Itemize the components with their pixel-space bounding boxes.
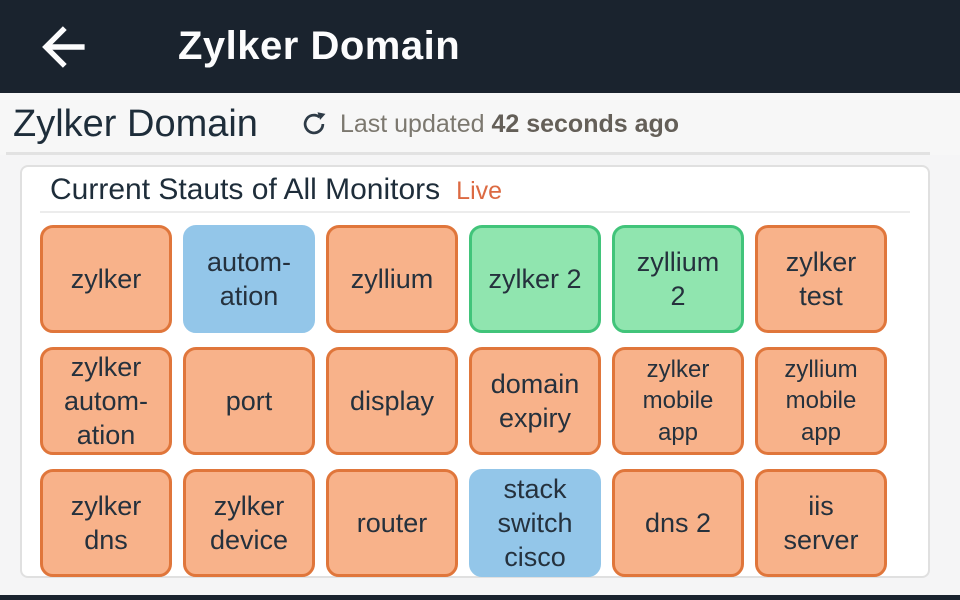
monitor-grid: zylker autom- ation zyllium zylker 2 zyllium… (40, 225, 910, 577)
monitor-tile[interactable]: zylker 2 (469, 225, 601, 333)
monitor-label: zylker 2 (488, 263, 582, 294)
monitor-label: stack switch cisco (497, 473, 573, 573)
monitor-tile[interactable]: display (326, 347, 458, 455)
monitor-tile[interactable]: zylker dns (40, 469, 172, 577)
last-updated-label: Last updated (339, 109, 492, 138)
back-button[interactable] (34, 19, 92, 75)
monitor-label: router (356, 507, 428, 538)
monitor-label: zyllium (350, 263, 434, 294)
monitor-tile[interactable]: router (326, 469, 458, 577)
live-badge: Live (456, 177, 503, 205)
monitor-tile[interactable]: zylker mobile app (612, 347, 744, 455)
app-bar: Zylker Domain (0, 0, 960, 93)
monitor-tile[interactable]: autom- ation (183, 225, 315, 333)
refresh-icon (301, 111, 327, 137)
monitor-label: port (225, 385, 273, 416)
monitor-label: zylker mobile app (642, 356, 714, 446)
monitor-tile[interactable]: zyllium (326, 225, 458, 333)
monitor-tile[interactable]: dns 2 (612, 469, 744, 577)
monitor-tile[interactable]: iis server (755, 469, 887, 577)
monitor-label: dns 2 (644, 507, 712, 538)
panel-header: Current Stauts of All Monitors Live (22, 167, 928, 208)
monitor-label: zylker dns (70, 490, 142, 555)
refresh-button[interactable] (300, 110, 328, 138)
monitors-panel: Current Stauts of All Monitors Live zylk… (20, 165, 930, 578)
bottom-nav-bar (0, 595, 960, 600)
divider (6, 152, 930, 155)
monitor-label: domain expiry (490, 368, 580, 433)
monitor-tile[interactable]: zyllium 2 (612, 225, 744, 333)
last-updated-text: Last updated 42 seconds ago (340, 110, 679, 139)
monitor-label: autom- ation (206, 246, 292, 311)
monitor-tile[interactable]: domain expiry (469, 347, 601, 455)
sub-header: Zylker Domain Last updated 42 seconds ag… (0, 93, 960, 155)
monitor-tile[interactable]: stack switch cisco (469, 469, 601, 577)
monitor-label: zylker autom- ation (63, 351, 149, 451)
monitor-label: iis server (783, 490, 859, 555)
divider (40, 211, 910, 213)
arrow-left-icon (36, 21, 90, 73)
monitor-label: zyllium 2 (636, 246, 720, 311)
app-bar-title: Zylker Domain (178, 24, 461, 68)
page-title: Zylker Domain (13, 102, 258, 145)
monitor-label: zylker device (209, 490, 289, 555)
monitor-tile[interactable]: zylker test (755, 225, 887, 333)
monitor-label: zylker (70, 263, 142, 294)
monitor-tile[interactable]: zylker device (183, 469, 315, 577)
panel-title: Current Stauts of All Monitors (50, 173, 441, 206)
main-area: Current Stauts of All Monitors Live zylk… (0, 165, 960, 595)
monitor-tile[interactable]: zyllium mobile app (755, 347, 887, 455)
monitor-tile[interactable]: zylker autom- ation (40, 347, 172, 455)
monitor-label: zylker test (785, 246, 857, 311)
monitor-tile[interactable]: zylker (40, 225, 172, 333)
monitor-tile[interactable]: port (183, 347, 315, 455)
monitor-label: zyllium mobile app (784, 356, 858, 446)
last-updated-value: 42 seconds ago (491, 109, 680, 138)
monitor-label: display (349, 385, 435, 416)
